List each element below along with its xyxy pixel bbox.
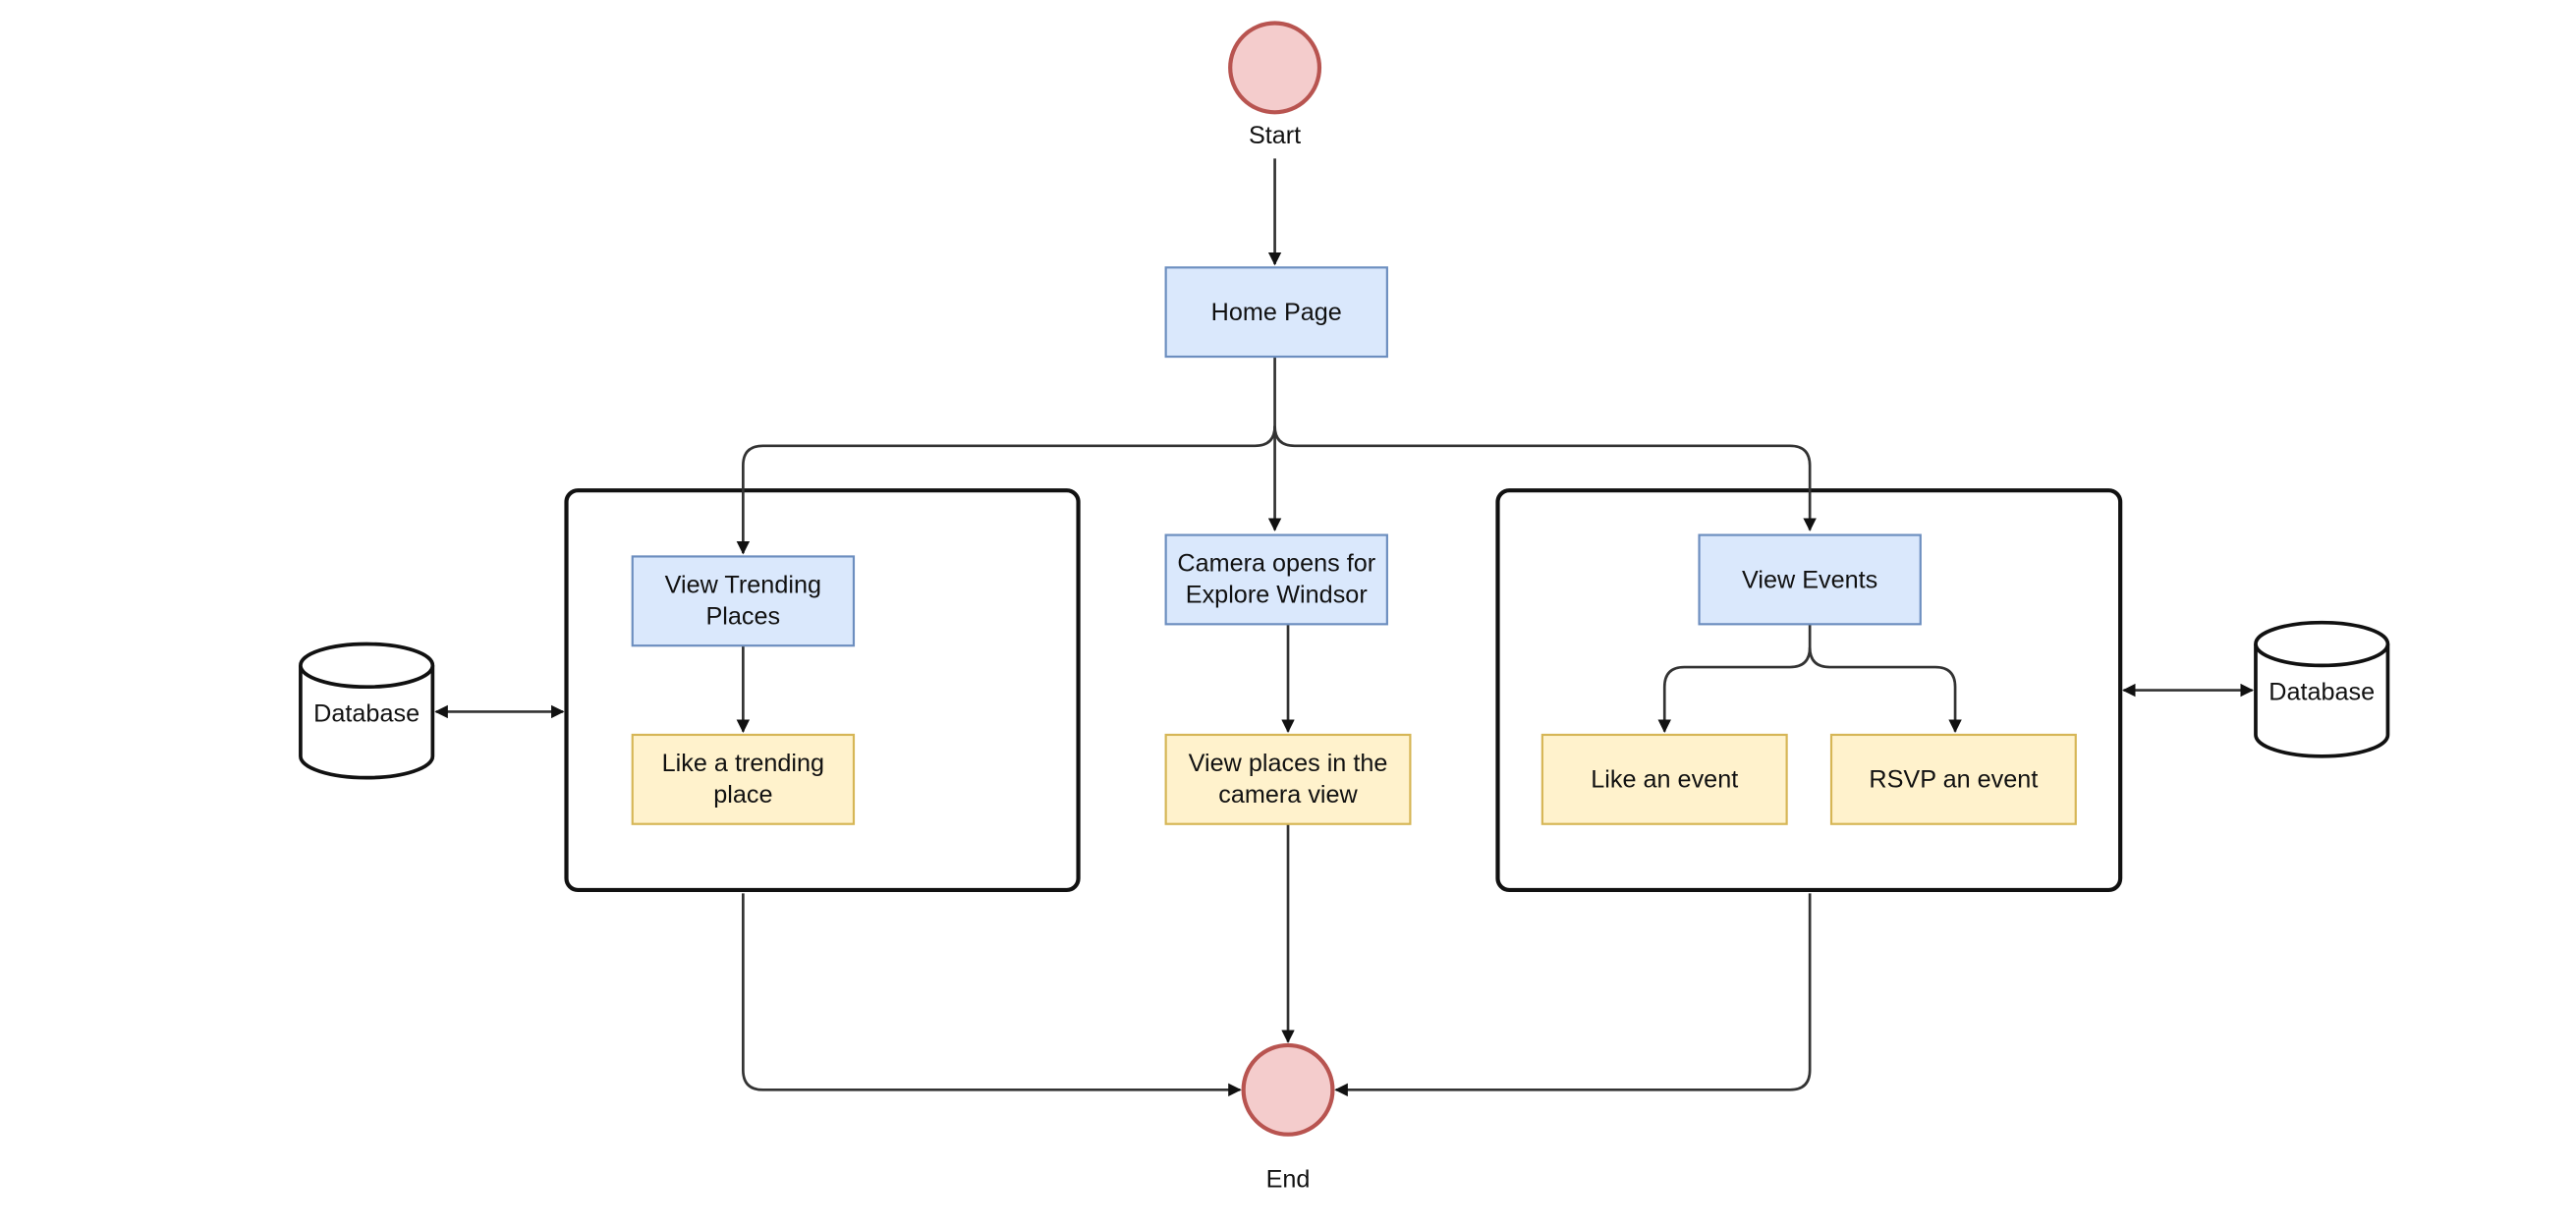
- view-events-box[interactable]: [1698, 533, 1922, 626]
- home-page-box[interactable]: [1164, 266, 1388, 359]
- edge-trending-group-to-end: [742, 893, 1242, 1097]
- edge-events-group-to-end: [1334, 893, 1812, 1097]
- edge-events-to-like: [1657, 624, 1812, 733]
- database-right-icon[interactable]: [2254, 620, 2390, 758]
- database-left-icon[interactable]: [299, 642, 435, 780]
- view-trending-box[interactable]: [631, 555, 856, 647]
- edge-events-to-rsvp: [1808, 646, 1962, 733]
- like-trending-box[interactable]: [631, 733, 856, 825]
- edge-home-to-trending: [736, 425, 1276, 555]
- trending-group-box[interactable]: [564, 488, 1081, 893]
- edge-home-to-events: [1273, 425, 1817, 531]
- camera-opens-box[interactable]: [1164, 533, 1388, 626]
- rsvp-event-box[interactable]: [1829, 733, 2077, 825]
- start-node[interactable]: [1228, 21, 1322, 115]
- end-node[interactable]: [1241, 1042, 1335, 1137]
- like-event-box[interactable]: [1540, 733, 1788, 825]
- camera-view-box[interactable]: [1164, 733, 1412, 825]
